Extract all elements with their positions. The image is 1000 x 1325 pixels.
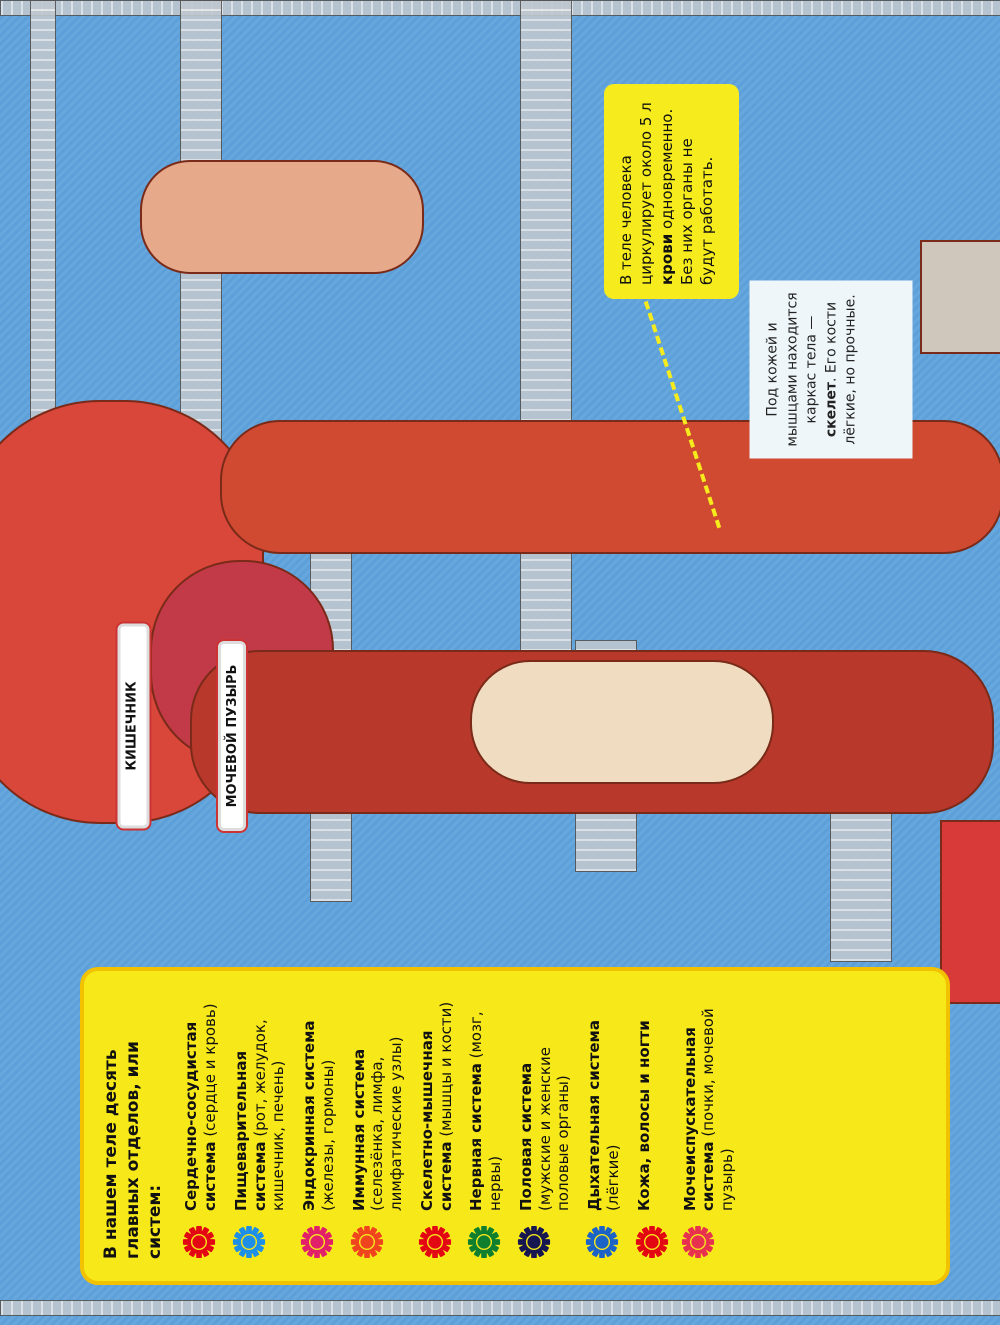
system-item: Половая система (мужские и женские полов… (517, 993, 573, 1259)
system-text: Половая система (мужские и женские полов… (517, 993, 573, 1211)
system-name: Кожа, волосы и ногти (634, 1020, 653, 1211)
label-bladder: МОЧЕВОЙ ПУЗЫРЬ (218, 641, 246, 831)
bone-illustration (470, 660, 774, 784)
gear-icon (681, 1225, 714, 1259)
system-desc: (мышцы и кости) (436, 1001, 455, 1142)
system-text: Кожа, волосы и ногти (635, 1020, 654, 1211)
label-intestine: КИШЕЧНИК (117, 623, 150, 829)
system-name: Нервная система (467, 1063, 486, 1211)
system-text: Дыхательная система (лёгкие) (585, 993, 623, 1211)
system-item: Сердечно-сосудистая система (сердце и кр… (182, 993, 220, 1259)
gear-icon (468, 1225, 501, 1259)
gear-icon (300, 1225, 334, 1259)
gear-icon (585, 1225, 619, 1259)
system-text: Пищеварительная система (рот, желудок, к… (232, 993, 288, 1211)
blood-bold: крови (657, 233, 676, 285)
gear-icon (635, 1225, 668, 1259)
system-desc: (мужские и женские половые органы) (535, 1047, 573, 1211)
system-item: Иммунная система (селезёнка, лимфа, лимф… (350, 993, 406, 1259)
hand-illustration (140, 160, 424, 274)
system-text: Иммунная система (селезёнка, лимфа, лимф… (350, 993, 406, 1211)
gear-icon (418, 1225, 451, 1259)
scaffold-tower (520, 0, 572, 652)
system-item: Кожа, волосы и ногти (635, 993, 669, 1259)
system-text: Эндокринная система (железы, гормоны) (300, 993, 338, 1211)
system-name: Половая система (516, 1062, 535, 1211)
body-systems-box: В нашем теле десять главных отделов, или… (80, 967, 950, 1285)
skeleton-bold: скелет (823, 381, 840, 438)
machine-illustration (920, 240, 1000, 354)
gear-icon (517, 1225, 550, 1259)
system-item: Дыхательная система (лёгкие) (585, 993, 623, 1259)
system-desc: (селезёнка, лимфа, лимфатические узлы) (368, 1036, 406, 1211)
system-name: Эндокринная система (300, 1020, 319, 1211)
system-item: Нервная система (мозг, нервы) (467, 993, 505, 1259)
blood-callout: В теле человека циркулирует около 5 л кр… (604, 84, 739, 299)
system-desc: (сердце и кровь) (201, 1003, 220, 1142)
scaffold-tower (30, 0, 56, 422)
system-item: Пищеварительная система (рот, желудок, к… (232, 993, 288, 1259)
gear-icon (183, 1225, 216, 1259)
system-desc: (железы, гормоны) (318, 1059, 337, 1211)
machine-illustration (940, 820, 1000, 1004)
system-name: Дыхательная система (585, 1020, 604, 1211)
blood-text: В теле человека циркулирует около 5 л (617, 102, 656, 285)
system-text: Нервная система (мозг, нервы) (467, 993, 505, 1211)
system-text: Мочеиспускательная система (почки, мочев… (681, 993, 737, 1211)
system-item: Скелетно-мышечная система (мышцы и кости… (418, 993, 456, 1259)
system-text: Скелетно-мышечная система (мышцы и кости… (418, 993, 456, 1211)
system-item: Эндокринная система (железы, гормоны) (300, 993, 338, 1259)
skeleton-text: Под кожей и мышцами находится каркас тел… (764, 292, 820, 447)
scaffold-rail (0, 1300, 1000, 1316)
system-text: Сердечно-сосудистая система (сердце и кр… (182, 993, 220, 1211)
system-name: Иммунная система (349, 1048, 368, 1211)
skeleton-callout: Под кожей и мышцами находится каркас тел… (749, 280, 913, 459)
system-desc: (лёгкие) (603, 1144, 622, 1211)
gear-icon (350, 1225, 383, 1259)
gear-icon (232, 1225, 265, 1259)
scaffold-rail (0, 0, 1000, 16)
systems-heading: В нашем теле десять главных отделов, или… (101, 1041, 166, 1259)
system-item: Мочеиспускательная система (почки, мочев… (681, 993, 737, 1259)
